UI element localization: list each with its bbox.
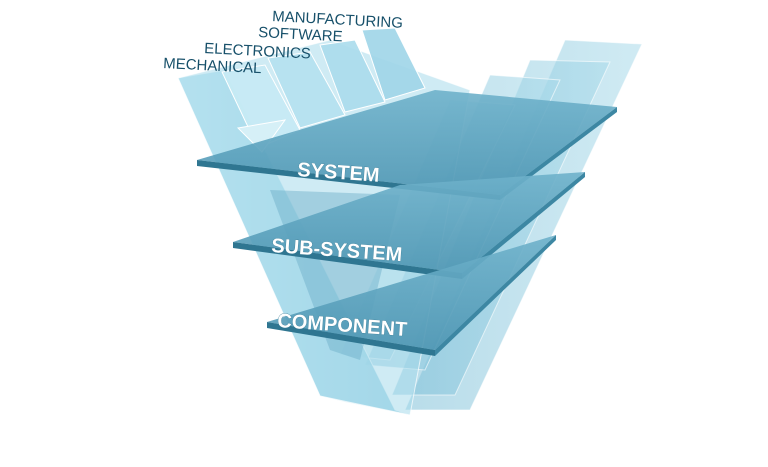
plate-sub-system-side [462, 172, 585, 279]
arrow-software [319, 39, 386, 113]
discipline-label-mechanical: MECHANICAL [163, 55, 262, 77]
plate-sub-system [233, 172, 585, 279]
plate-system-top [197, 90, 617, 195]
discipline-label-software: SOFTWARE [258, 24, 343, 45]
discipline-arrows [221, 27, 426, 153]
plate-component-top [267, 235, 556, 350]
plate-component-edge [267, 322, 435, 356]
discipline-label-electronics: ELECTRONICS [204, 40, 311, 63]
level-plates [197, 90, 617, 356]
discipline-label-manufacturing: MANUFACTURING [272, 8, 404, 32]
arrow-head-mechanical [236, 119, 287, 153]
plate-component-side [435, 235, 556, 356]
plate-component [267, 235, 556, 356]
plate-sub-system-top [233, 172, 585, 273]
arrow-manufacturing [361, 27, 426, 101]
plate-sub-system-edge [233, 242, 462, 279]
arrow-electronics [267, 51, 346, 129]
